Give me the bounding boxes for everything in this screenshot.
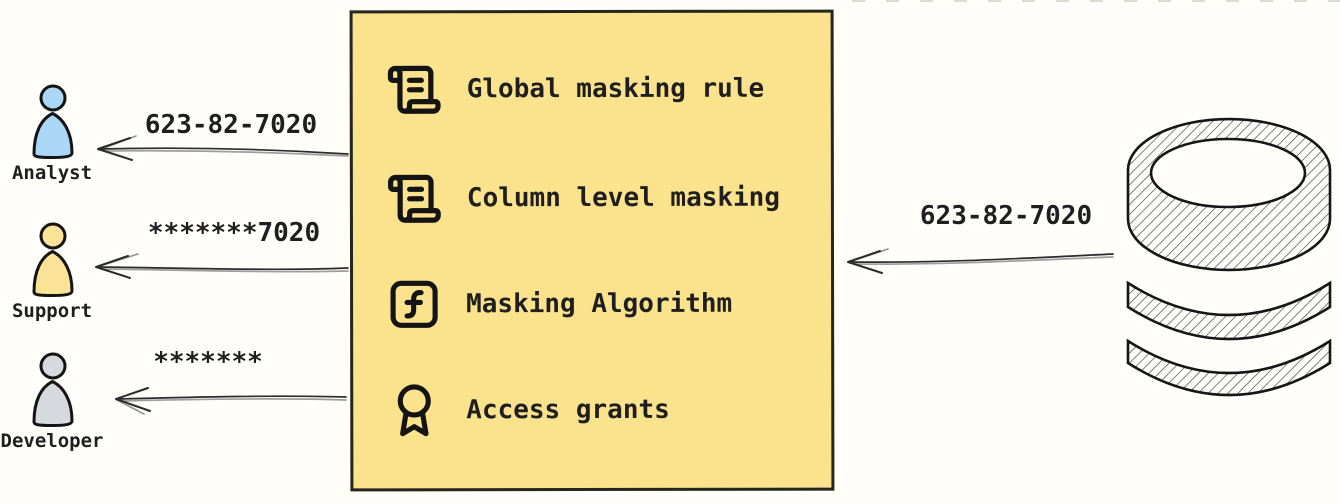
persona-developer: Developer (0, 352, 104, 452)
masking-box-row-column-masking: Column level masking (386, 169, 780, 228)
person-icon (32, 352, 74, 427)
database-middle-segment (1126, 280, 1332, 341)
arrow-to-support (95, 253, 349, 279)
persona-label-developer: Developer (0, 430, 104, 452)
masking-box-row-algorithm: Masking Algorithm (386, 275, 732, 334)
award-icon (397, 384, 431, 437)
masking-rules-box: Global masking rule Column level masking… (349, 9, 835, 492)
scroll-text-icon (388, 174, 441, 223)
arrow-database-to-box (847, 248, 1114, 274)
database-bottom-segment (1126, 338, 1332, 397)
arrow-to-developer (115, 387, 347, 415)
masked-value-support: *******7020 (147, 218, 321, 248)
persona-label-support: Support (11, 300, 93, 322)
masking-box-row-global-rule: Global masking rule (386, 60, 765, 119)
database-icon (1126, 117, 1332, 397)
persona-support: Support (0, 222, 104, 322)
scroll-text-icon (387, 65, 441, 114)
database-top-opening (1149, 137, 1307, 209)
function-square-icon (390, 280, 438, 328)
masking-box-item-label: Global masking rule (466, 73, 765, 105)
sketch-frame-dashes (852, 0, 1340, 2)
masked-value-analyst: 623-82-7020 (144, 110, 318, 140)
masking-box-row-access-grants: Access grants (386, 381, 670, 439)
masking-box-item-label: Access grants (466, 394, 670, 426)
person-icon (32, 84, 74, 159)
masked-value-developer: ******* (153, 347, 263, 377)
source-value: 623-82-7020 (919, 201, 1093, 231)
masking-box-item-label: Column level masking (466, 182, 781, 214)
persona-analyst: Analyst (0, 84, 104, 184)
persona-label-analyst: Analyst (11, 162, 93, 184)
masking-box-item-label: Masking Algorithm (466, 288, 733, 320)
person-icon (32, 222, 74, 297)
